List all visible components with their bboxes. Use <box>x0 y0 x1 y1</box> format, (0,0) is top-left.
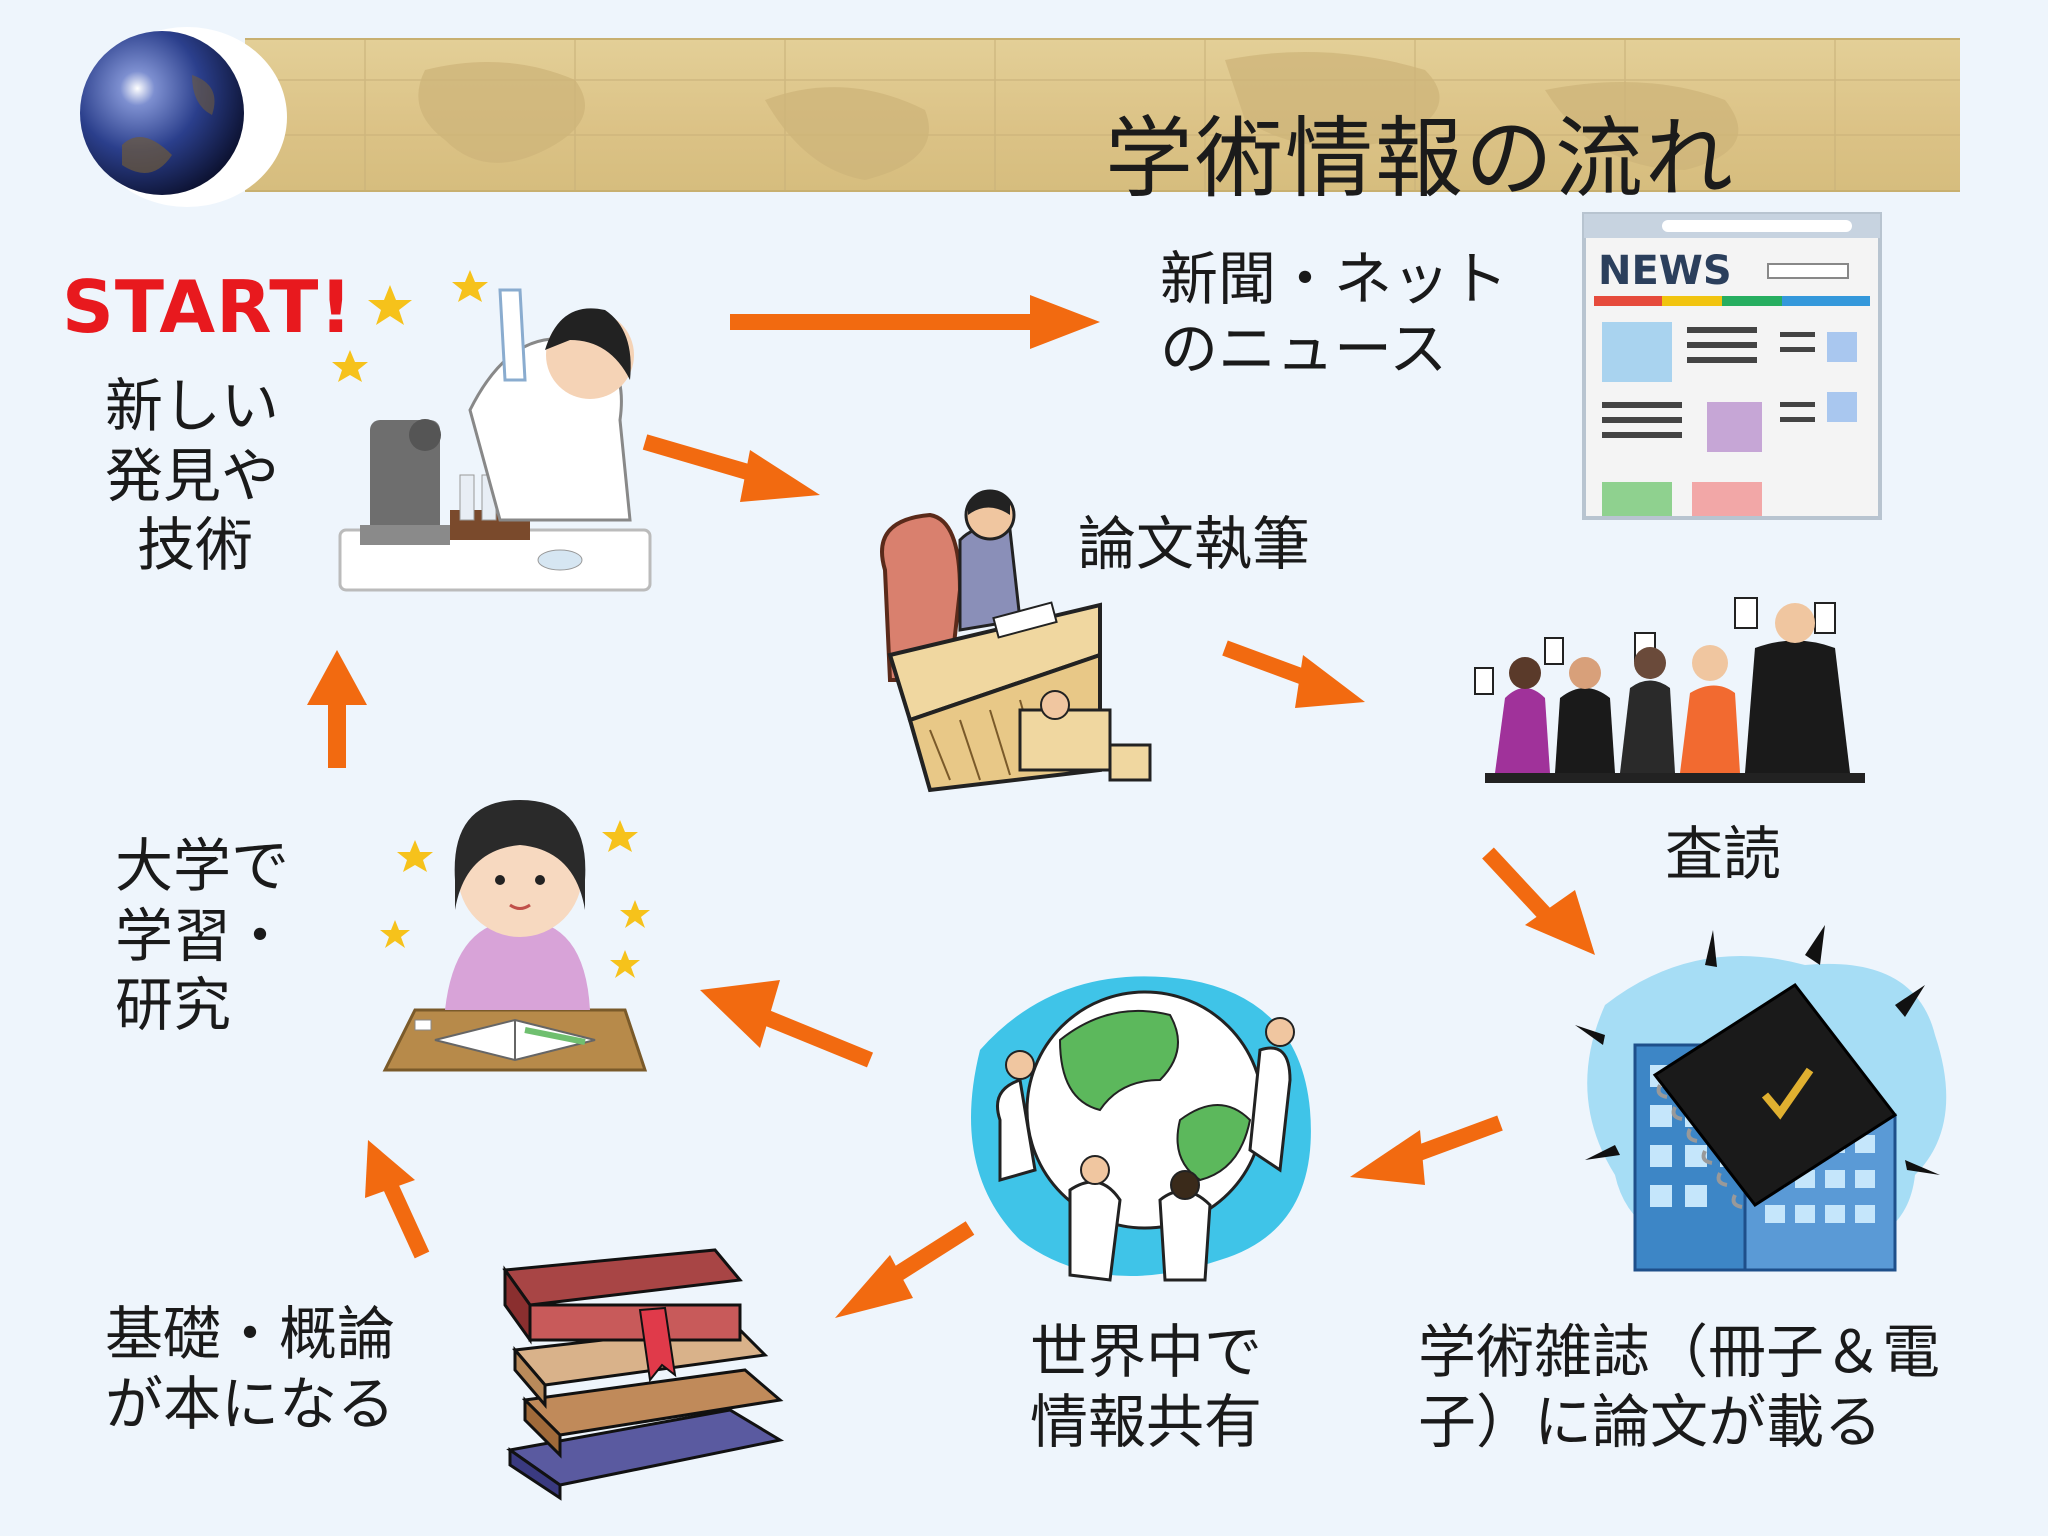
arrow-to-books <box>835 1221 975 1318</box>
review-label: 査読 <box>1665 820 1782 888</box>
news-line: のニュース <box>1160 314 1448 383</box>
sharing-line: 世界中で <box>1030 1318 1263 1386</box>
books-label: 基礎・概論 が本になる <box>105 1300 395 1439</box>
journal-label: 学術雑誌（冊子＆電 子）に論文が載る <box>1418 1318 1940 1457</box>
sharing-line: 情報共有 <box>1030 1387 1263 1456</box>
arrow-to-writing <box>642 434 820 502</box>
news-browser-illustration: NEWS <box>1582 212 1882 520</box>
news-line: 新聞・ネット <box>1160 245 1509 313</box>
books-illustration <box>502 1248 785 1501</box>
study-line: 大学で <box>115 832 290 900</box>
world-map-texture <box>245 40 1960 190</box>
title-banner: 学術情報の流れ <box>245 38 1960 210</box>
arrow-to-study <box>700 980 874 1068</box>
student-illustration <box>380 800 650 1072</box>
discovery-line: 技術 <box>137 511 254 580</box>
arrow-study-to-discovery <box>307 650 367 768</box>
books-line: 基礎・概論 <box>105 1300 396 1368</box>
journal-line: 学術雑誌（冊子＆電 <box>1418 1318 1941 1386</box>
sharing-label: 世界中で 情報共有 <box>1030 1318 1262 1457</box>
arrow-books-to-study <box>365 1140 430 1259</box>
discovery-line: 新しい <box>105 372 280 440</box>
study-line: 学習・ <box>115 901 290 970</box>
globe-icon <box>80 27 287 207</box>
journal-line: 子）に論文が載る <box>1418 1387 1883 1456</box>
arrow-to-journal <box>1482 847 1595 955</box>
discovery-label: 新しい 発見や 技術 <box>105 372 279 581</box>
arrow-to-review <box>1222 640 1365 708</box>
page-title: 学術情報の流れ <box>1105 107 1736 210</box>
news-logo: NEWS <box>1598 248 1732 294</box>
writer-illustration <box>880 489 1152 793</box>
writing-label: 論文執筆 <box>1078 510 1311 578</box>
review-panel-illustration <box>1474 597 1865 783</box>
world-sharing-illustration <box>971 976 1311 1282</box>
discovery-line: 発見や <box>105 441 280 510</box>
start-label: START! <box>62 265 354 349</box>
study-line: 研究 <box>115 971 232 1040</box>
arrow-to-news <box>730 295 1100 349</box>
arrow-to-sharing <box>1350 1115 1503 1185</box>
scientist-illustration <box>332 270 652 592</box>
study-label: 大学で 学習・ 研究 <box>115 832 289 1041</box>
news-label: 新聞・ネット のニュース <box>1160 245 1508 384</box>
journal-illustration <box>1575 925 1947 1272</box>
books-line: が本になる <box>105 1369 396 1438</box>
